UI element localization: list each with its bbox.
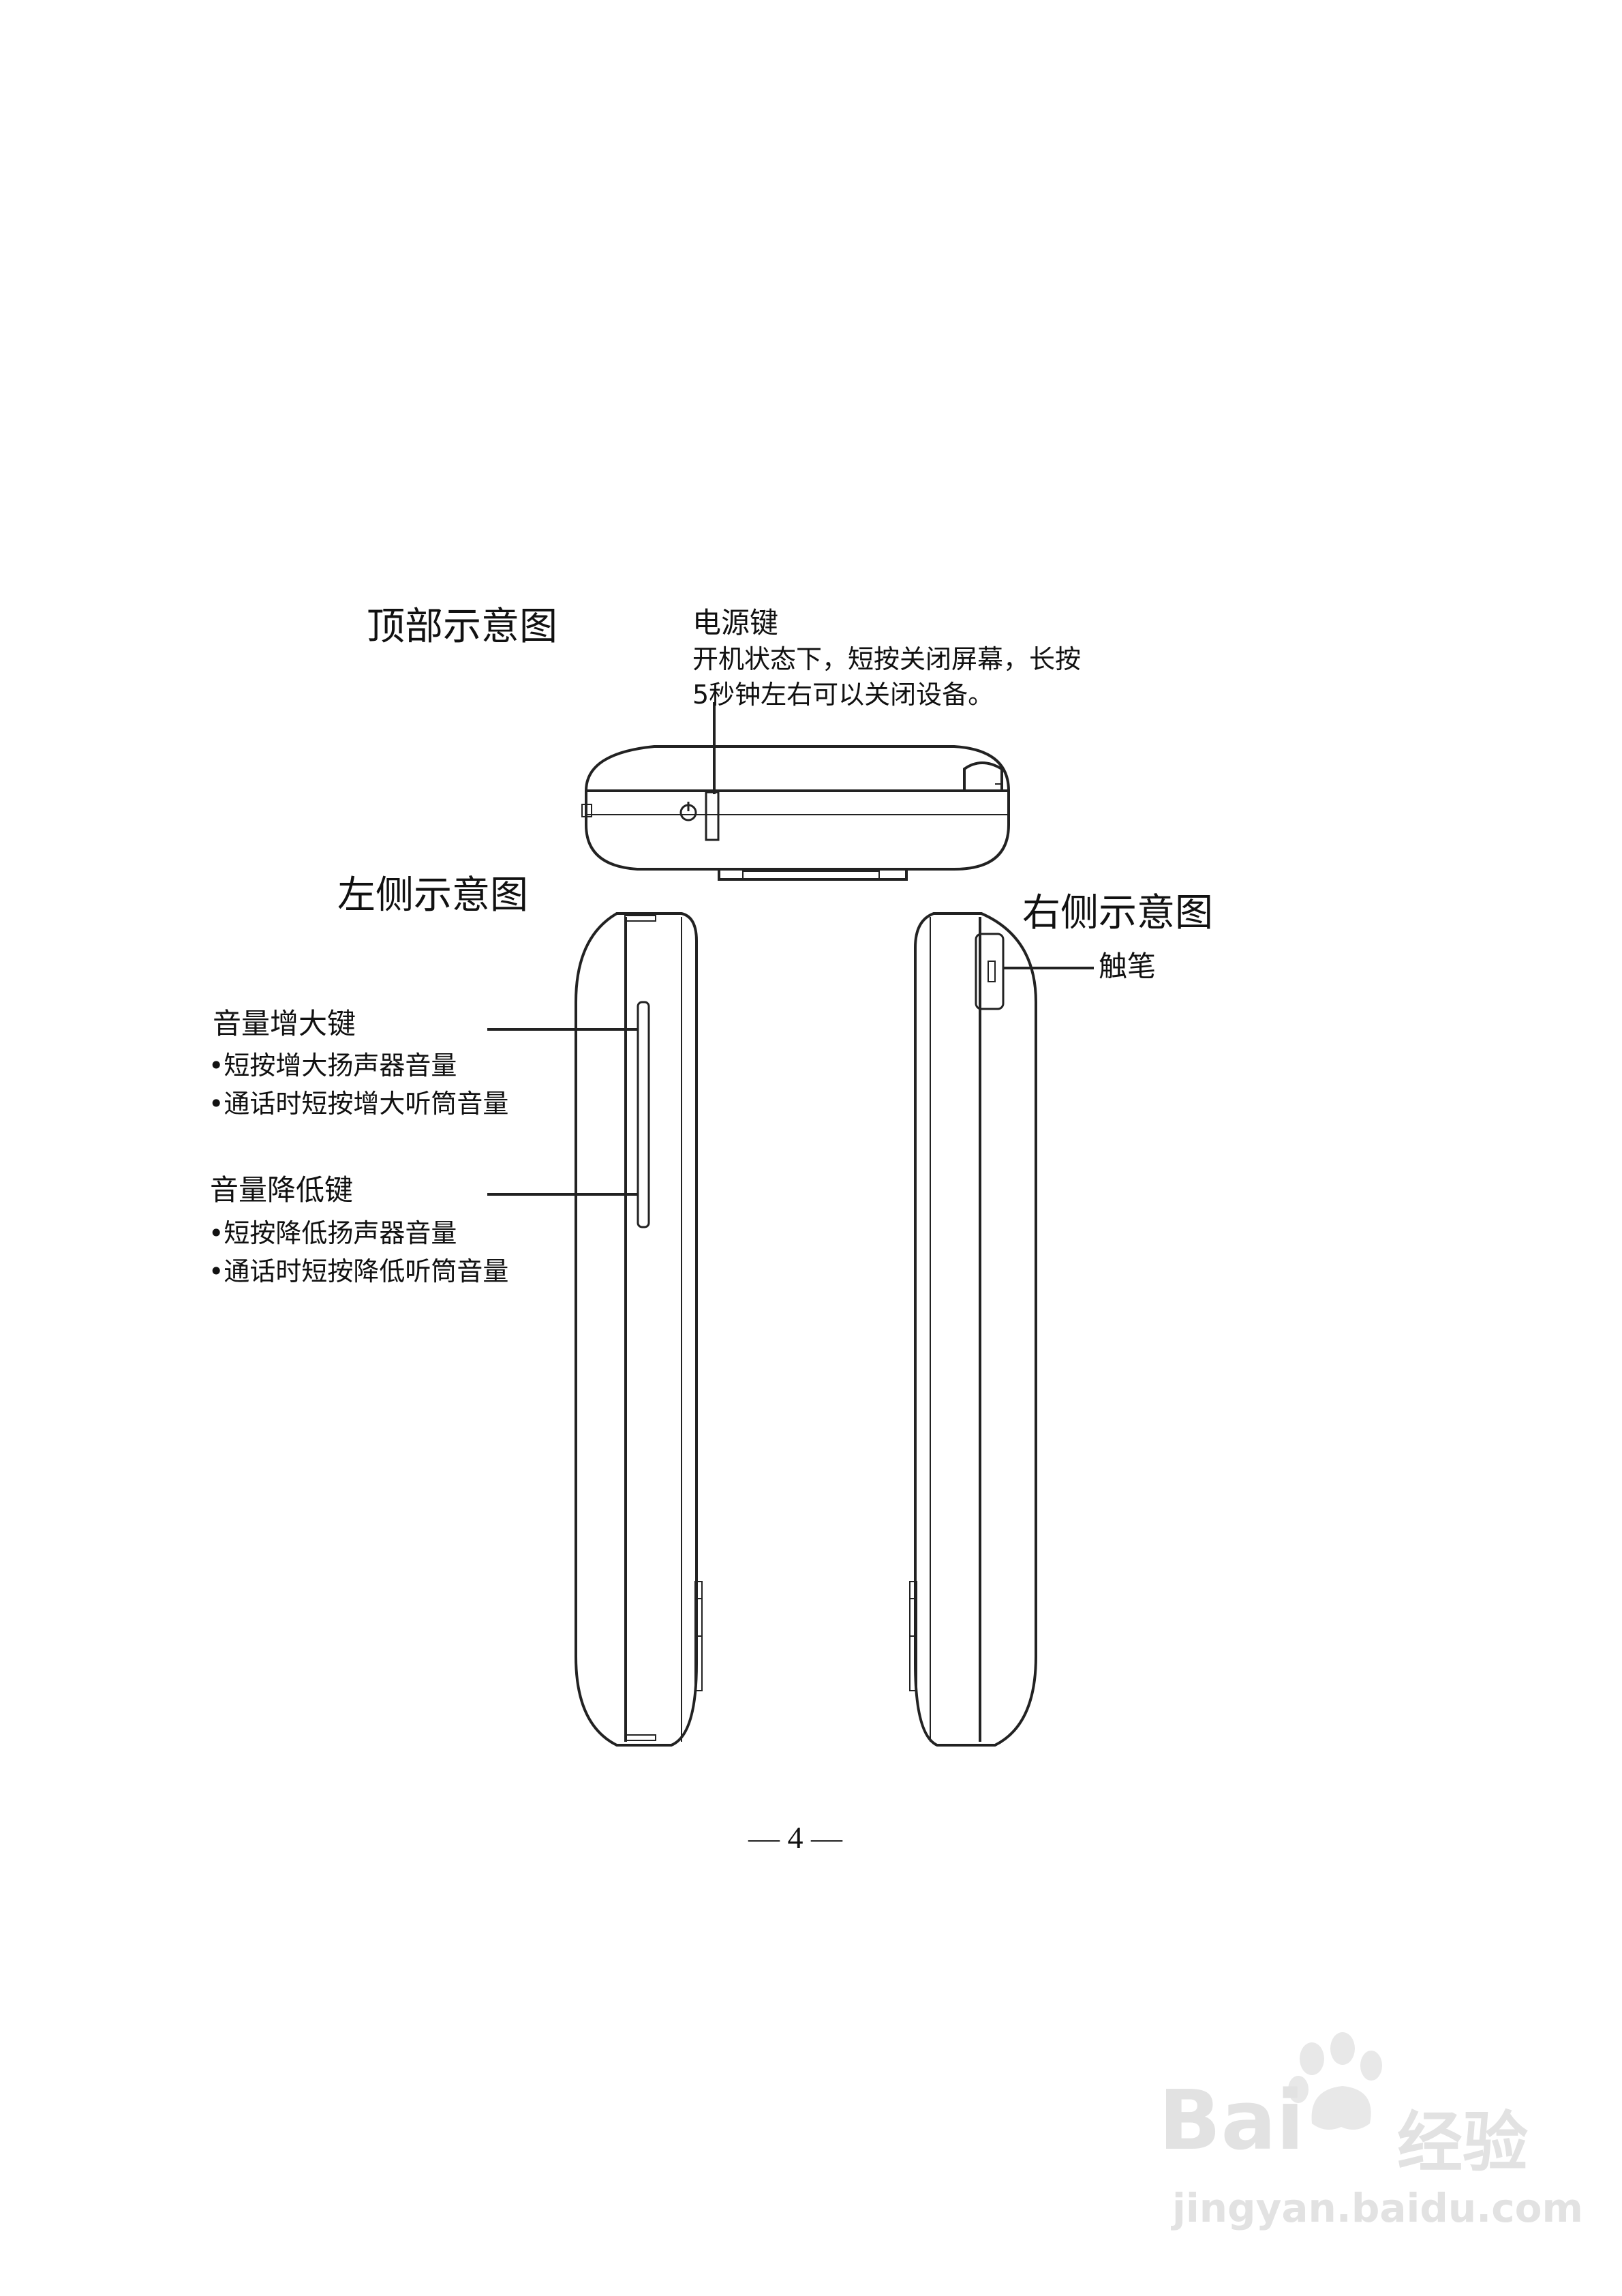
power-key-desc-line2: 5秒钟左右可以关闭设备。 [692,680,994,710]
top-view-device-outline [581,745,1010,881]
volume-up-bullet-2: •通话时短按增大听筒音量 [209,1089,509,1119]
watermark-url: jingyan.baidu.com [1172,2185,1583,2231]
power-key-label: 电源键 [692,606,779,639]
right-view-title: 右侧示意图 [1022,891,1213,935]
volume-up-bullet-1: •短按增大扬声器音量 [209,1051,457,1081]
volume-down-bullet-2: •通话时短按降低听筒音量 [209,1256,509,1286]
watermark-brand-cn: 经验 [1397,2104,1528,2181]
stylus-label: 触笔 [1099,950,1157,983]
volume-up-label: 音量增大键 [213,1007,356,1040]
top-view-title: 顶部示意图 [367,605,557,649]
power-key-desc-line1: 开机状态下，短按关闭屏幕，长按 [692,644,1082,674]
left-side-device-outline [575,912,703,1747]
left-view-title: 左侧示意图 [337,873,528,918]
right-side-device-outline [909,912,1037,1747]
paw-icon [1288,2032,1382,2130]
page-number: — 4 — [748,1820,842,1855]
watermark-brand: Bai [1159,2074,1304,2169]
volume-down-label: 音量降低键 [210,1173,354,1207]
volume-down-bullet-1: •短按降低扬声器音量 [209,1218,457,1248]
